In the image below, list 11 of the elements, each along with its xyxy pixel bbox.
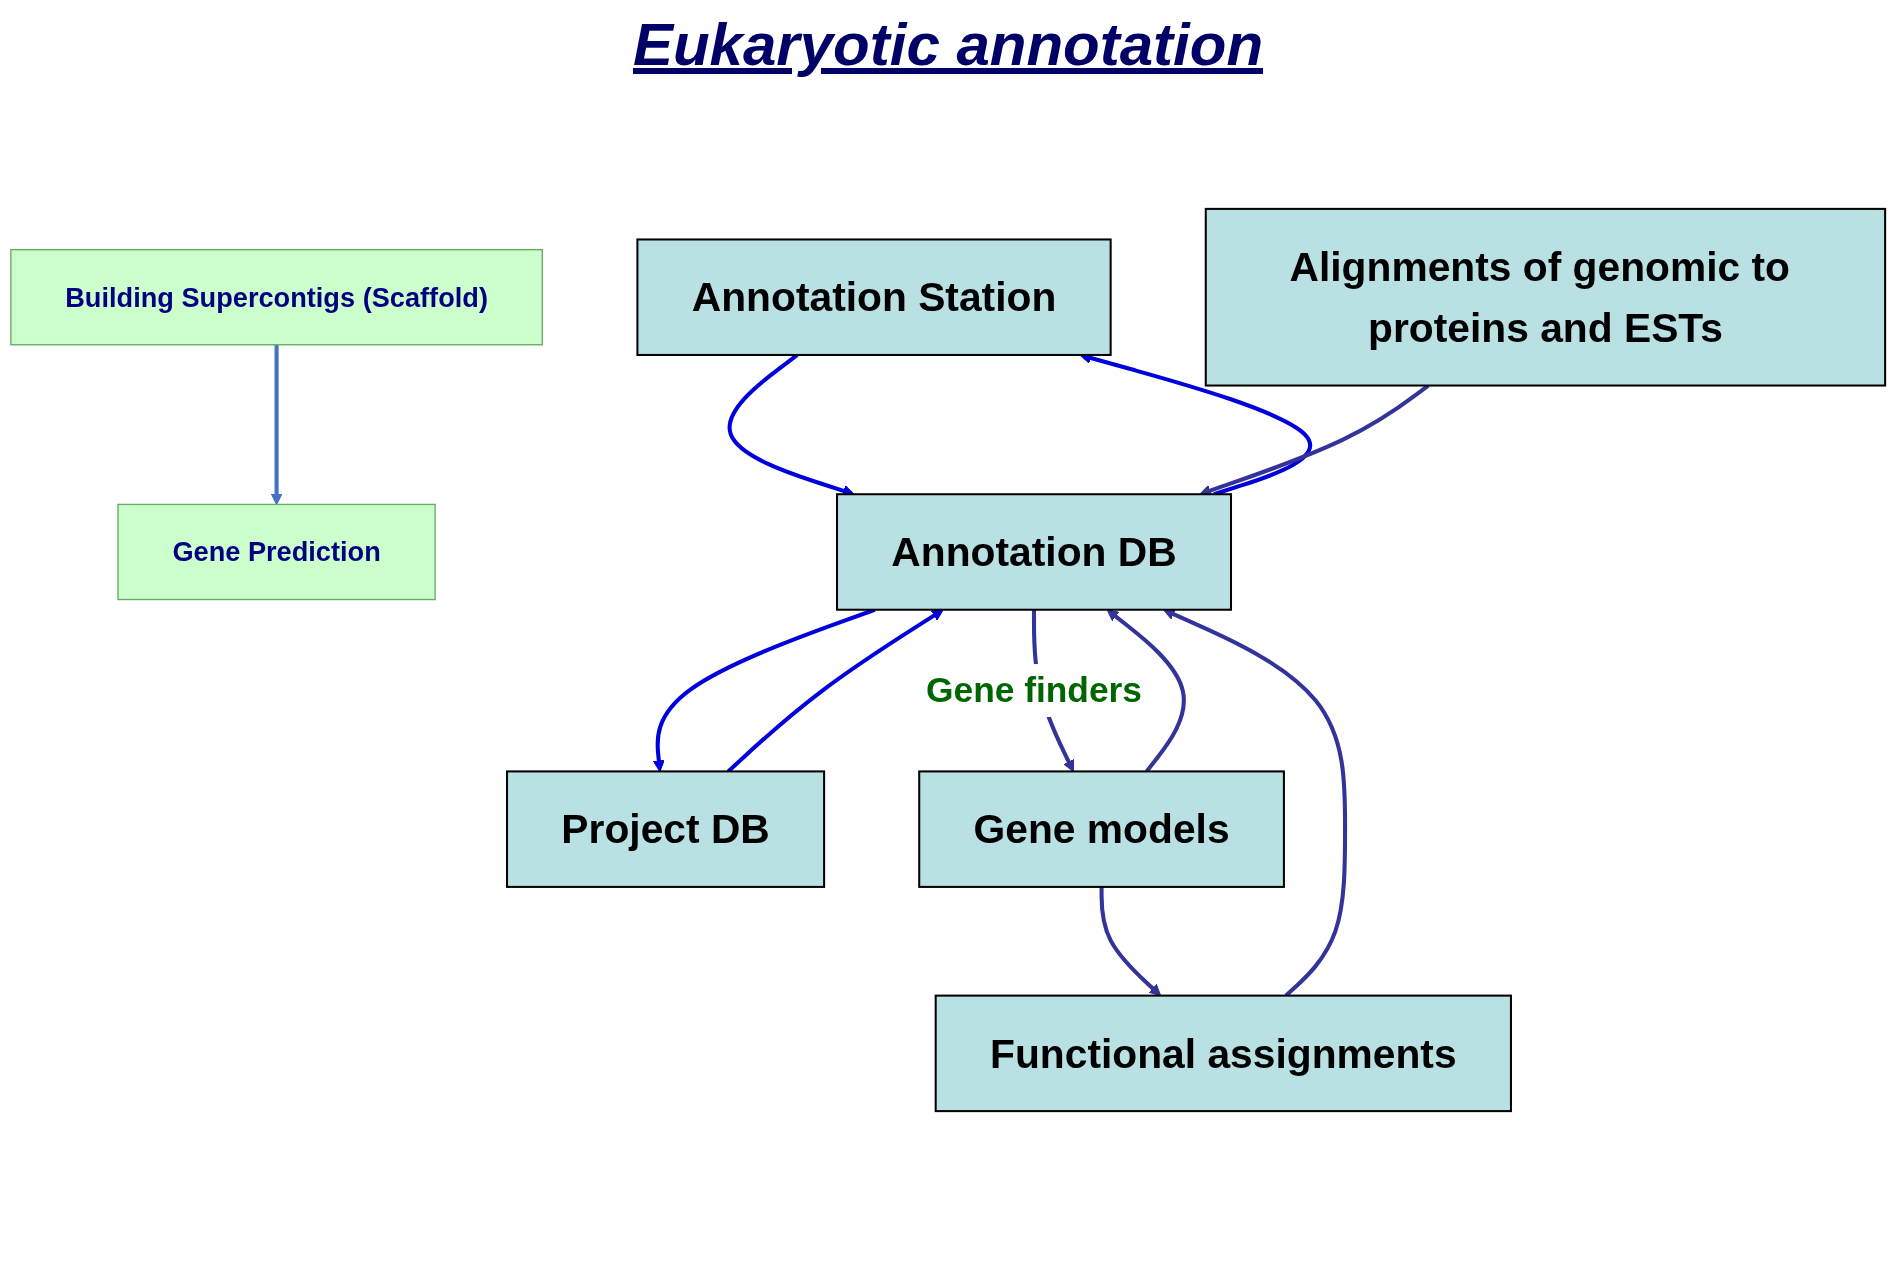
node-box: Annotation Station [636, 238, 1112, 356]
node-box: Gene Prediction [117, 503, 436, 601]
node-box: Project DB [506, 770, 826, 888]
node-box: Building Supercontigs (Scaffold) [10, 249, 543, 346]
node-box: Annotation DB [836, 493, 1232, 611]
edge-label: Gene finders [926, 669, 1142, 711]
diagram-title: Eukaryotic annotation [632, 11, 1264, 78]
node-box: Gene models [918, 770, 1285, 888]
node-box: Alignments of genomic to proteins and ESTs [1204, 207, 1887, 387]
arrow [270, 344, 283, 505]
node-box: Functional assignments [934, 994, 1512, 1113]
